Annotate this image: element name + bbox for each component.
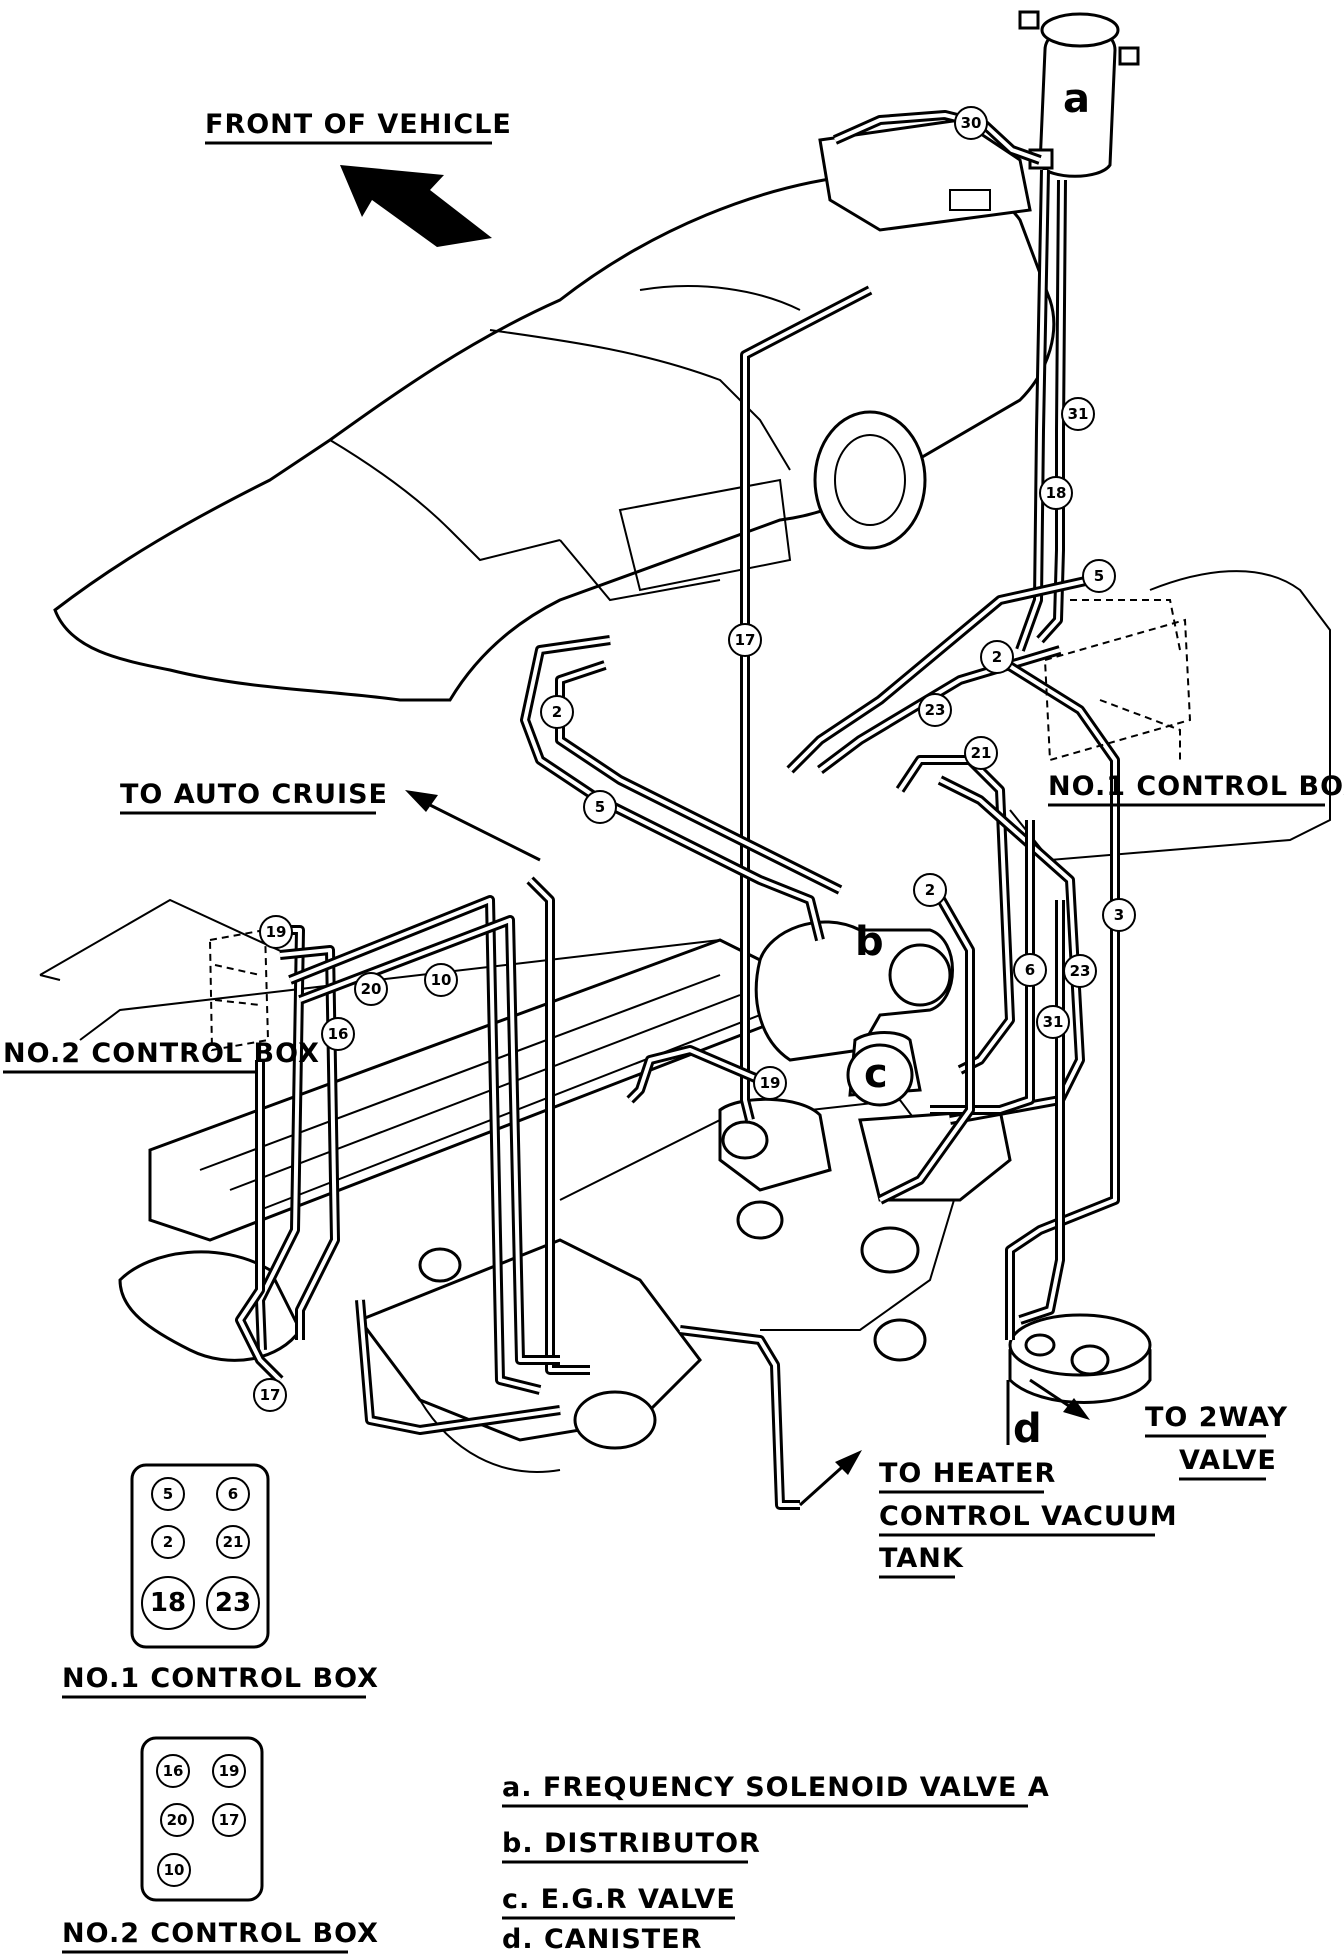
svg-text:17: 17: [260, 1386, 281, 1404]
svg-text:20: 20: [361, 980, 382, 998]
box2-port: 19: [219, 1762, 240, 1780]
svg-text:5: 5: [1094, 567, 1104, 585]
hose-number-30: 30: [954, 106, 988, 140]
part-letter-c: c: [864, 1051, 888, 1097]
box1-port: 18: [150, 1588, 186, 1618]
svg-text:2: 2: [925, 881, 935, 899]
parts-key: a. FREQUENCY SOLENOID VALVE A b. DISTRIB…: [502, 1772, 1050, 1954]
front-of-vehicle-label: FRONT OF VEHICLE: [205, 109, 512, 140]
box2-port: 17: [219, 1811, 240, 1829]
hose-number-31: 31: [1036, 1005, 1070, 1039]
to-2way-label-line2: VALVE: [1179, 1445, 1277, 1476]
hose-number-5: 5: [1082, 559, 1116, 593]
hose-number-labels: 30 31 18 5 2 23 21 17 2 5 2 3 6 23 31 19…: [253, 106, 1136, 1412]
distributor: b: [754, 919, 954, 1062]
to-heater-label-line1: TO HEATER: [879, 1458, 1056, 1489]
hose-number-19: 19: [753, 1066, 787, 1100]
svg-text:19: 19: [266, 923, 287, 941]
no2-control-box-callout: NO.2 CONTROL BOX: [3, 1038, 320, 1069]
svg-text:5: 5: [595, 798, 605, 816]
hose-number-23: 23: [918, 693, 952, 727]
svg-text:16: 16: [328, 1025, 349, 1043]
key-item-b: b. DISTRIBUTOR: [502, 1828, 761, 1859]
box1-port: 2: [163, 1533, 173, 1551]
hose-number-5: 5: [583, 790, 617, 824]
frequency-solenoid-valve: a: [1018, 10, 1140, 178]
svg-text:17: 17: [735, 631, 756, 649]
hose-number-17: 17: [728, 623, 762, 657]
box1-port: 21: [223, 1533, 244, 1551]
svg-text:30: 30: [961, 114, 982, 132]
svg-text:3: 3: [1114, 906, 1124, 924]
hose-number-31: 31: [1061, 397, 1095, 431]
box1-port: 23: [215, 1588, 251, 1618]
svg-text:31: 31: [1043, 1013, 1064, 1031]
svg-text:10: 10: [431, 971, 452, 989]
hose-number-19: 19: [259, 915, 293, 949]
front-arrow-icon: [340, 165, 492, 247]
svg-text:2: 2: [992, 648, 1002, 666]
box1-port: 6: [228, 1485, 238, 1503]
key-item-d: d. CANISTER: [502, 1924, 702, 1954]
part-letter-b: b: [855, 919, 884, 965]
hose-number-2: 2: [980, 640, 1014, 674]
to-2way-label-line1: TO 2WAY: [1145, 1402, 1288, 1433]
hose-number-18: 18: [1039, 476, 1073, 510]
legend-no2-title: NO.2 CONTROL BOX: [62, 1918, 379, 1949]
to-heater-label-line3: TANK: [879, 1543, 964, 1574]
part-letter-d: d: [1013, 1406, 1042, 1452]
hose-number-2: 2: [913, 873, 947, 907]
legend-no1-title: NO.1 CONTROL BOX: [62, 1663, 379, 1694]
no1-control-box-callout: NO.1 CONTROL BOX: [1048, 771, 1344, 802]
hose-number-6: 6: [1013, 953, 1047, 987]
hose-number-21: 21: [964, 736, 998, 770]
legend-no1-control-box: 5 6 2 21 18 23: [130, 1463, 270, 1649]
part-letter-a: a: [1063, 76, 1090, 122]
intake-plenum: [53, 118, 1331, 862]
hose-number-10: 10: [424, 963, 458, 997]
to-heater-label-line2: CONTROL VACUUM: [879, 1501, 1178, 1532]
hose-number-16: 16: [321, 1017, 355, 1051]
box1-port: 5: [163, 1485, 173, 1503]
hose-number-17: 17: [253, 1378, 287, 1412]
key-item-a: a. FREQUENCY SOLENOID VALVE A: [502, 1772, 1050, 1803]
svg-text:23: 23: [1070, 962, 1091, 980]
svg-text:21: 21: [971, 744, 992, 762]
svg-text:2: 2: [552, 703, 562, 721]
to-auto-cruise-label: TO AUTO CRUISE: [120, 779, 388, 810]
svg-text:23: 23: [925, 701, 946, 719]
svg-text:31: 31: [1068, 405, 1089, 423]
canister: d: [1006, 1313, 1152, 1452]
hose-number-2: 2: [540, 695, 574, 729]
svg-text:19: 19: [760, 1074, 781, 1092]
control-box-dashes: [208, 599, 1192, 1052]
svg-text:18: 18: [1046, 484, 1067, 502]
key-item-c: c. E.G.R VALVE: [502, 1884, 736, 1915]
box2-port: 16: [163, 1762, 184, 1780]
svg-text:6: 6: [1025, 961, 1035, 979]
hose-number-23: 23: [1063, 954, 1097, 988]
box2-port: 10: [164, 1861, 185, 1879]
hose-number-3: 3: [1102, 898, 1136, 932]
hose-number-20: 20: [354, 972, 388, 1006]
box2-port: 20: [167, 1811, 188, 1829]
legend-no2-control-box: 16 19 20 17 10: [140, 1736, 264, 1902]
